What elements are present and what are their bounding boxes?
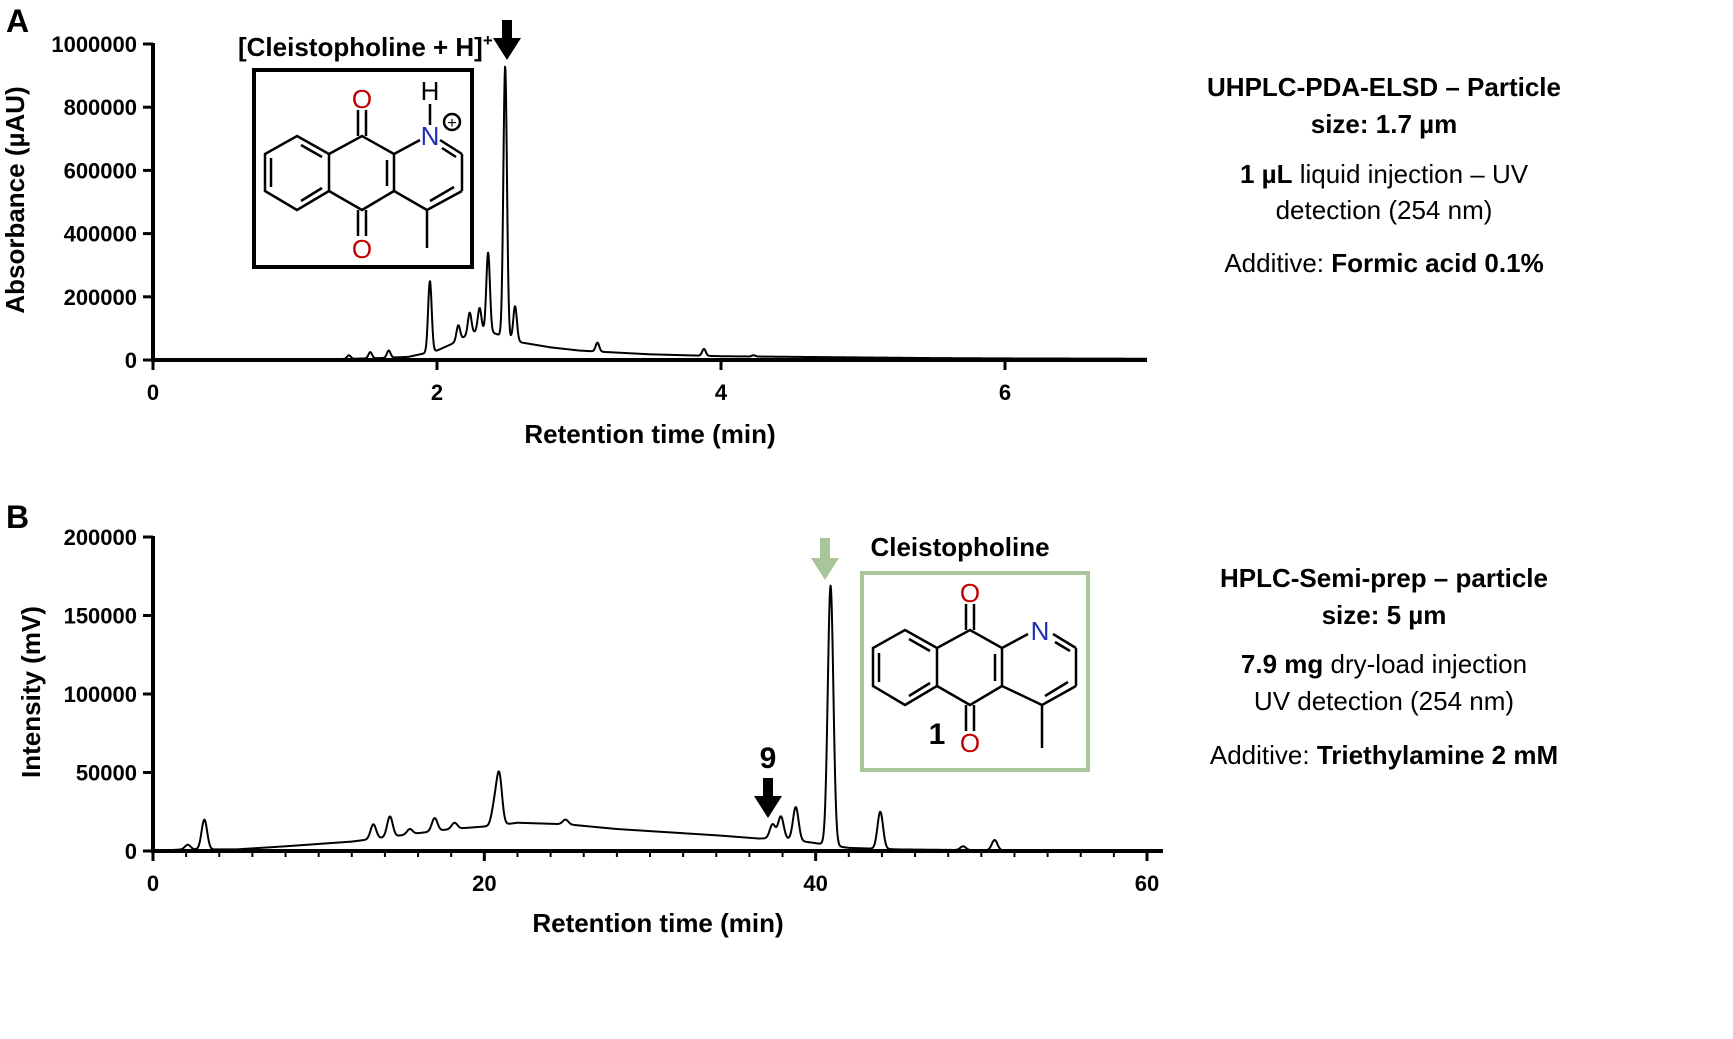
panel-a-x-label: Retention time (min)	[524, 419, 775, 449]
panel-b-letter: B	[6, 499, 29, 535]
panel-b-info: HPLC-Semi-prep – particle size: 5 µm 7.9…	[1210, 563, 1558, 770]
y-tick-label: 600000	[64, 158, 137, 183]
panel-a-nitrogen: N	[421, 121, 440, 151]
panel-b-chromatogram-trace	[152, 584, 1148, 852]
y-tick-label: 50000	[76, 761, 137, 786]
panel-b-info-line5: Additive: Triethylamine 2 mM	[1210, 740, 1558, 770]
panel-b-oxygen-bottom: O	[960, 728, 980, 758]
y-tick-label: 0	[125, 839, 137, 864]
panel-a-info: UHPLC-PDA-ELSD – Particle size: 1.7 µm 1…	[1207, 72, 1561, 278]
panel-b-structure-frame	[860, 571, 1090, 772]
panel-b: B 0 20 40 60 0 50000 100000 150000 200000 Retent…	[6, 499, 1558, 938]
panel-b-main-peak-arrow-icon	[811, 538, 839, 580]
y-tick-label: 100000	[64, 682, 137, 707]
panel-a-chromatogram-trace	[152, 65, 1148, 361]
panel-b-ticks: 0 20 40 60 0 50000 100000 150000 200000	[64, 525, 1160, 896]
x-tick-label: 2	[431, 380, 443, 405]
y-tick-label: 1000000	[51, 32, 137, 57]
panel-b-info-line1: HPLC-Semi-prep – particle	[1220, 563, 1548, 593]
panel-a-charge: +	[447, 115, 456, 132]
x-tick-label: 6	[999, 380, 1011, 405]
y-tick-label: 200000	[64, 285, 137, 310]
panel-a-info-line3: 1 µL liquid injection – UV	[1240, 159, 1529, 189]
y-tick-label: 0	[125, 348, 137, 373]
y-tick-label: 800000	[64, 95, 137, 120]
panel-b-nitrogen: N	[1031, 616, 1050, 646]
panel-b-x-label: Retention time (min)	[532, 908, 783, 938]
panel-a-oxygen-bottom: O	[352, 234, 372, 264]
panel-a-info-line1: UHPLC-PDA-ELSD – Particle	[1207, 72, 1561, 102]
panel-a-info-line5: Additive: Formic acid 0.1%	[1224, 248, 1543, 278]
panel-b-y-label: Intensity (mV)	[16, 606, 46, 778]
panel-a: A 0 2 4 6 0 200000 400000 600000 800000 1000000 R…	[0, 3, 1561, 449]
panel-a-structure-drawing	[263, 104, 464, 248]
y-tick-label: 400000	[64, 222, 137, 247]
panel-b-info-line2: size: 5 µm	[1322, 600, 1447, 630]
x-tick-label: 0	[147, 380, 159, 405]
panel-a-info-line2: size: 1.7 µm	[1311, 109, 1458, 139]
panel-a-hydrogen: H	[421, 76, 440, 106]
x-tick-label: 0	[147, 871, 159, 896]
panel-b-structure-drawing	[871, 604, 1078, 748]
panel-b-info-line4: UV detection (254 nm)	[1254, 686, 1514, 716]
x-tick-label: 20	[472, 871, 496, 896]
panel-b-compound-number: 1	[929, 718, 946, 751]
panel-b-peak-9-label: 9	[760, 742, 777, 775]
panel-b-structure-title: Cleistopholine	[870, 532, 1049, 562]
x-tick-label: 4	[715, 380, 728, 405]
panel-a-structure-frame	[252, 68, 474, 269]
panel-a-ticks: 0 2 4 6 0 200000 400000 600000 800000 1000000	[51, 32, 1011, 405]
y-tick-label: 150000	[64, 604, 137, 629]
panel-a-letter: A	[6, 3, 29, 39]
x-tick-label: 40	[803, 871, 827, 896]
panel-a-info-line4: detection (254 nm)	[1276, 195, 1493, 225]
panel-b-info-line3: 7.9 mg dry-load injection	[1241, 649, 1527, 679]
panel-a-structure-title: [Cleistopholine + H]+	[238, 31, 493, 62]
panel-b-peak-9-arrow-icon	[754, 778, 782, 818]
panel-b-oxygen-top: O	[960, 578, 980, 608]
panel-a-peak-arrow-icon	[493, 20, 521, 60]
panel-a-oxygen-top: O	[352, 84, 372, 114]
x-tick-label: 60	[1135, 871, 1159, 896]
panel-a-y-label: Absorbance (µAU)	[0, 86, 30, 313]
y-tick-label: 200000	[64, 525, 137, 550]
